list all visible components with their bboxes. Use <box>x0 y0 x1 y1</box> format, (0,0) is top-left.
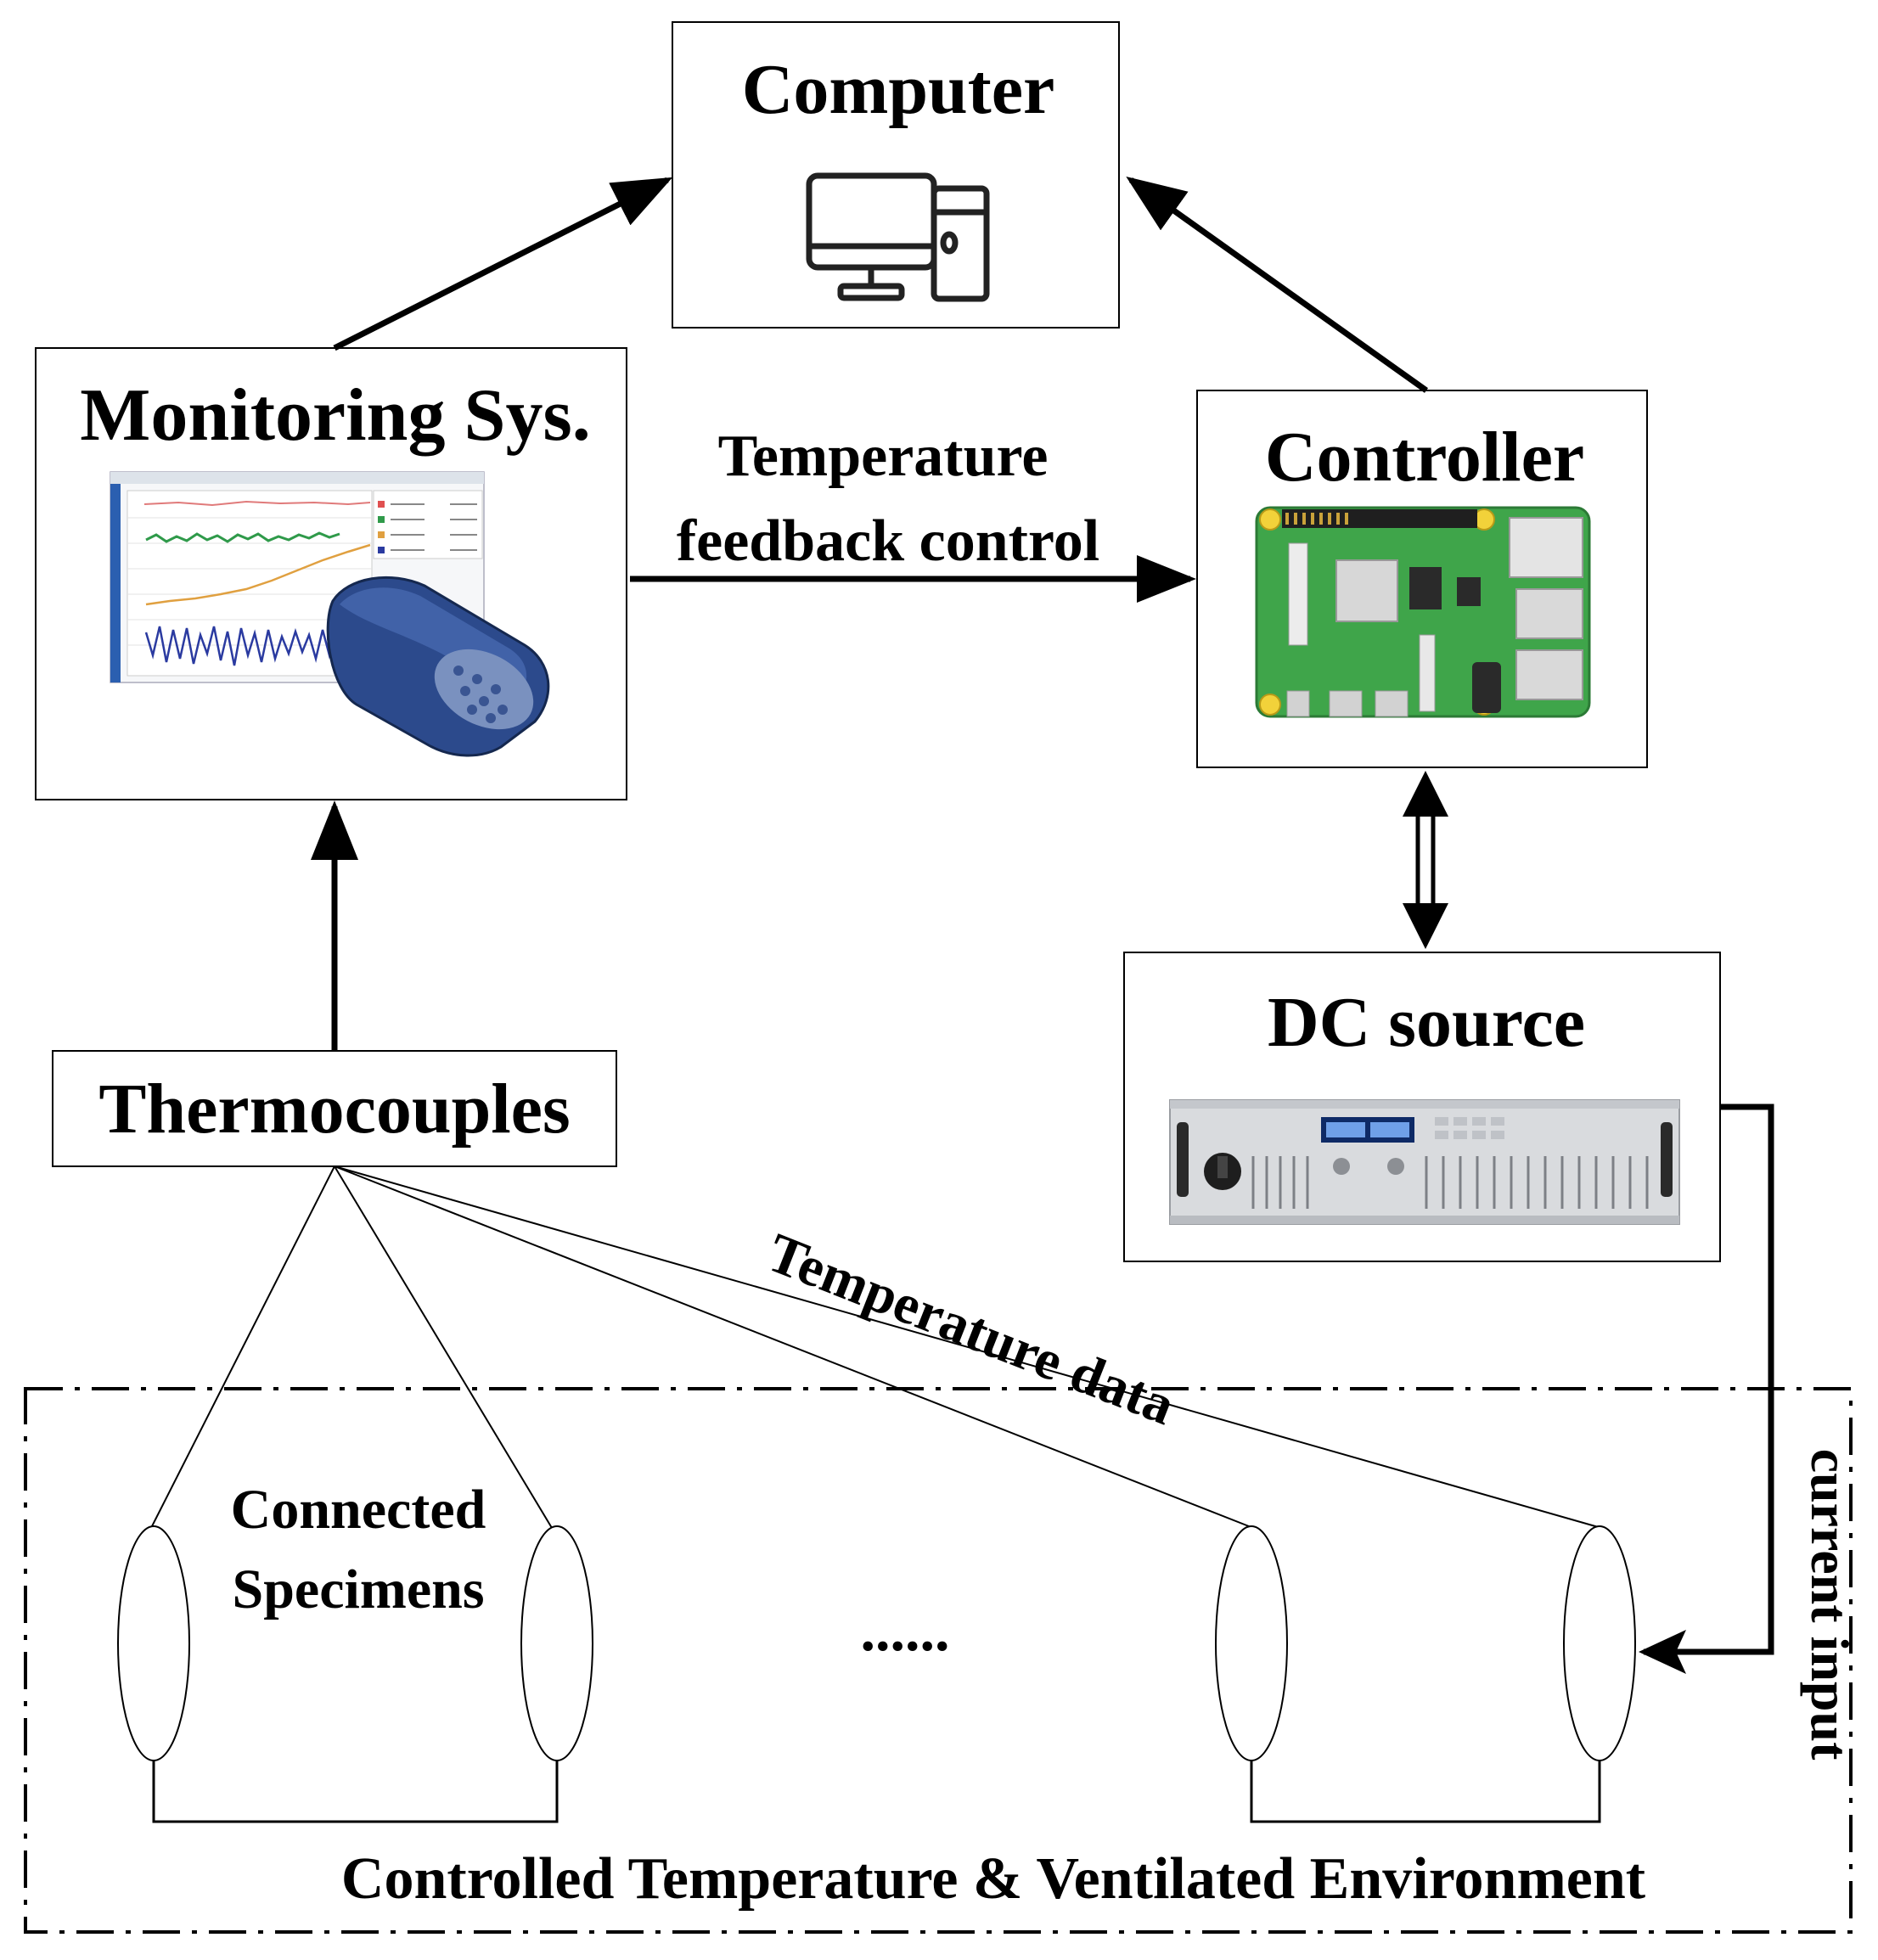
computer-label: Computer <box>742 50 1055 129</box>
environment-label: Controlled Temperature & Ventilated Envi… <box>341 1846 1645 1912</box>
current-input-label: current input <box>1800 1449 1860 1761</box>
specimens-label-line2: Specimens <box>233 1558 485 1620</box>
controlled-environment-boundary <box>24 1387 1853 1934</box>
bidirectional-arrow-controller-dc-source <box>1403 771 1448 949</box>
feedback-label-line1: Temperature <box>718 424 1049 489</box>
specimen-group-left <box>117 1525 593 1823</box>
specimens-ellipsis: ...... <box>861 1598 950 1664</box>
specimen-ellipse <box>520 1525 593 1761</box>
raspberry-pi-board-icon <box>1255 506 1591 718</box>
feedback-label-line2: feedback control <box>677 508 1099 574</box>
computer-node: Computer <box>672 21 1120 329</box>
thermocouples-box <box>52 1050 617 1167</box>
arrow-monitoring-to-computer <box>333 177 673 351</box>
data-logger-screenshot-icon <box>110 471 550 757</box>
dc-source-node: DC source <box>1123 952 1721 1262</box>
arrow-dc-source-to-specimen <box>1644 1104 1774 1655</box>
specimen-ellipse <box>1563 1525 1636 1761</box>
controller-label: Controller <box>1265 418 1584 497</box>
specimen-ellipse <box>117 1525 190 1761</box>
specimens-label-line1: Connected <box>231 1479 486 1541</box>
dc-source-label: DC source <box>1268 983 1585 1062</box>
controller-node: Controller <box>1196 390 1648 768</box>
temperature-data-label: Temperature data <box>759 1221 1183 1437</box>
rack-power-supply-icon <box>1169 1099 1680 1225</box>
thermocouples-label: Thermocouples <box>98 1070 570 1148</box>
connector-arrows <box>311 176 1774 1674</box>
desktop-computer-icon <box>806 172 990 302</box>
monitoring-label: Monitoring Sys. <box>80 374 590 457</box>
thermocouple-wires <box>150 1165 1602 1529</box>
monitoring-node: Monitoring Sys. <box>35 347 627 800</box>
arrow-controller-to-computer <box>1126 176 1429 393</box>
thermocouples-node: Thermocouples <box>52 1050 617 1167</box>
specimen-group-right <box>1215 1525 1636 1823</box>
specimen-ellipse <box>1215 1525 1288 1761</box>
